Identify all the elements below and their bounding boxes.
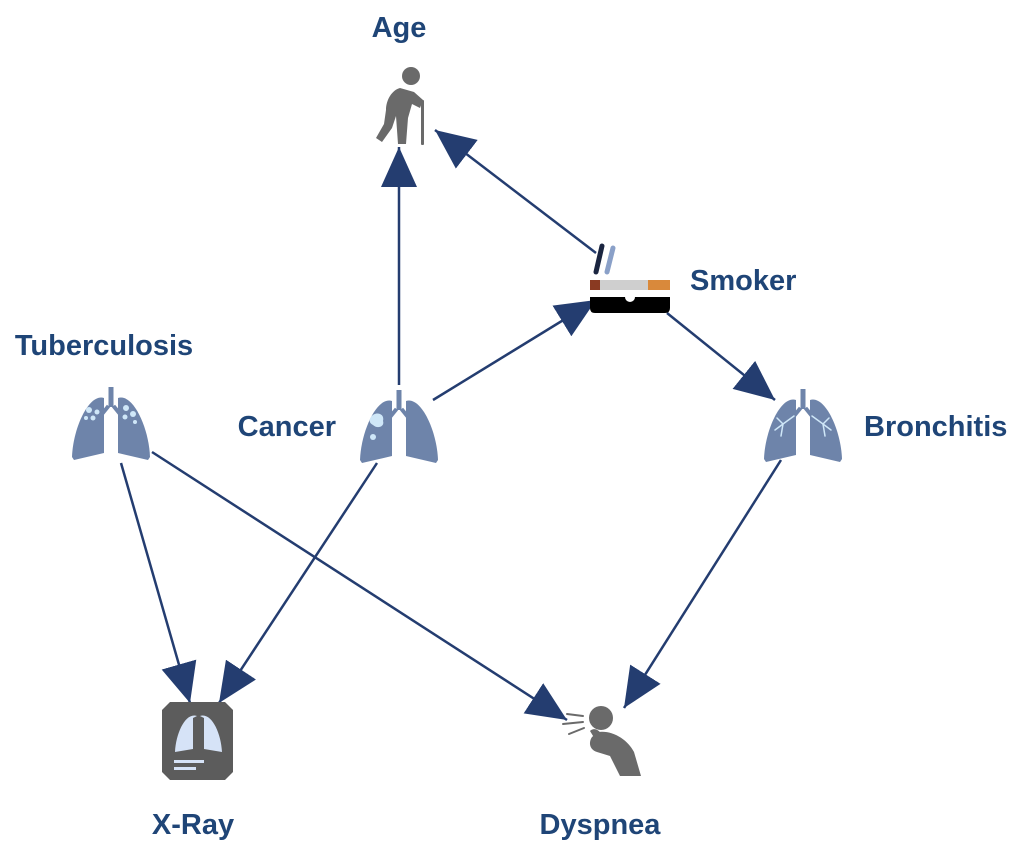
node-smoker: Smoker [590,243,796,313]
node-tuberculosis: Tuberculosis [15,330,193,460]
node-smoker-label: Smoker [690,265,796,297]
node-cancer-label: Cancer [238,411,336,443]
node-xray: X-Ray [152,702,234,841]
node-tuberculosis-label: Tuberculosis [15,330,193,362]
node-xray-label: X-Ray [152,809,234,841]
lungs-bronchi-icon [764,389,842,462]
xray-film-icon [162,702,233,780]
node-dyspnea-label: Dyspnea [540,809,662,841]
node-bronchitis: Bronchitis [764,389,1007,462]
lungs-tumor-icon [360,390,438,463]
cigarette-icon [590,243,670,313]
edges-layer [119,129,783,722]
edge-bronchitis-to-dyspnea [622,459,783,709]
edge-smoker-to-bronchitis [666,312,776,401]
node-dyspnea: Dyspnea [540,706,662,841]
elderly-person-icon [376,67,424,145]
spots [84,405,137,424]
lungs-spots-icon [72,387,150,460]
node-cancer: Cancer [238,390,438,463]
node-bronchitis-label: Bronchitis [864,411,1007,443]
edge-cancer-to-smoker [432,298,597,402]
node-age-label: Age [372,12,427,44]
edge-tuberculosis-to-dyspnea [151,450,568,722]
coughing-person-icon [562,706,641,776]
edge-cancer-to-xray [217,462,379,704]
edge-smoker-to-age [434,129,597,254]
edge-tuberculosis-to-xray [119,462,197,704]
node-age: Age [372,12,427,145]
